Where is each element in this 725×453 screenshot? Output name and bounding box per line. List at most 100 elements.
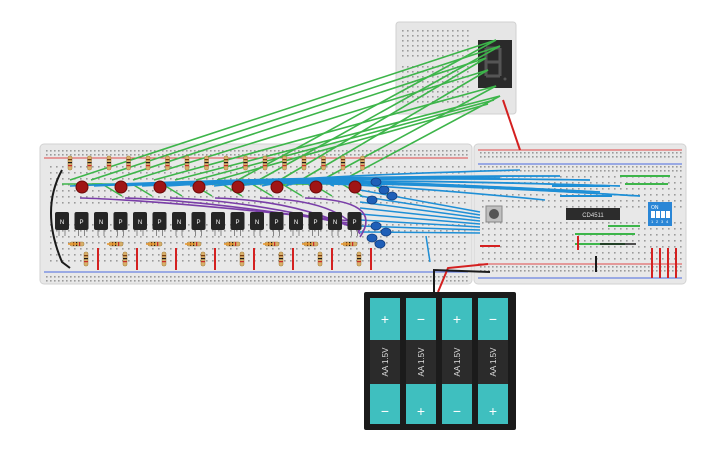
transistor: N: [289, 212, 303, 236]
transistor: N: [55, 212, 69, 236]
blue-wire: [359, 231, 481, 234]
transistor: P: [191, 212, 206, 236]
transistor: P: [308, 212, 323, 236]
green-wire: [69, 39, 497, 181]
green-wire: [258, 45, 501, 181]
capacitor-group: [366, 177, 398, 249]
green-wire: [237, 39, 497, 181]
battery-cell-label: AA 1.5V: [453, 347, 462, 377]
transistor: P: [269, 212, 284, 236]
dip-switch[interactable]: ON 1 2 3 4: [648, 202, 672, 226]
led-row: [75, 180, 362, 194]
blue-wire: [359, 195, 481, 216]
green-wire: [174, 95, 501, 181]
transistor-label: P: [235, 220, 239, 226]
dip-pos-2: 2: [656, 219, 659, 224]
transistor-label: P: [196, 220, 200, 226]
battery-terminal-bottom: −: [381, 403, 389, 419]
battery-terminal-top: −: [417, 311, 425, 327]
transistor: N: [172, 212, 186, 236]
transistor-label: N: [216, 220, 220, 226]
capacitor: [366, 233, 378, 243]
green-wire: [90, 45, 501, 181]
transistor-body: [269, 212, 284, 230]
transistor-body: [113, 212, 128, 230]
green-wires: [62, 39, 501, 197]
capacitor: [380, 227, 392, 237]
capacitor: [386, 191, 398, 201]
led-red: [192, 180, 206, 194]
capacitor: [378, 185, 390, 195]
battery-cell: + − AA 1.5V: [442, 298, 472, 424]
transistor: P: [74, 212, 89, 236]
battery-negative-lead: [433, 268, 491, 292]
transistor-body: [289, 212, 303, 230]
transistor-body: [250, 212, 264, 230]
led-red: [153, 180, 167, 194]
battery-cell-label: AA 1.5V: [489, 347, 498, 377]
transistor-body: [328, 212, 342, 230]
green-wire: [279, 57, 487, 181]
transistor-label: P: [79, 220, 83, 226]
battery-cell: + − AA 1.5V: [370, 298, 400, 424]
push-button[interactable]: [485, 205, 503, 223]
green-wire: [342, 95, 501, 181]
battery-cell-label: AA 1.5V: [381, 347, 390, 377]
battery-positive-lead: [437, 263, 489, 293]
transistor-body: [55, 212, 69, 230]
dip-switch-label: ON: [651, 205, 659, 211]
blue-wire: [359, 207, 481, 222]
transistor-label: N: [138, 220, 142, 226]
blue-wire: [359, 189, 481, 213]
capacitor: [366, 195, 378, 205]
transistor-label: P: [274, 220, 278, 226]
transistor: P: [113, 212, 128, 236]
dip-pos-4: 4: [666, 219, 669, 224]
led-red: [270, 180, 284, 194]
transistor-label: P: [118, 220, 122, 226]
battery-terminal-top: +: [381, 311, 389, 327]
transistor-label: N: [177, 220, 181, 226]
black-wire-left: [50, 169, 71, 269]
transistor-body: [308, 212, 323, 230]
transistor-label: N: [294, 220, 298, 226]
transistor: N: [133, 212, 147, 236]
capacitor: [370, 221, 382, 231]
transistor-body: [191, 212, 206, 230]
green-wire: [132, 69, 489, 181]
purple-wire: [214, 197, 361, 232]
blue-wire: [357, 176, 501, 187]
battery-terminal-bottom: +: [417, 403, 425, 419]
dip-pos-3: 3: [661, 219, 664, 224]
capacitor: [374, 239, 386, 249]
led-red: [75, 180, 89, 194]
transistor: P: [347, 212, 362, 236]
resistor-row-top: [67, 155, 365, 171]
ic-chip: CD4511: [566, 208, 620, 220]
battery-terminal-top: +: [453, 311, 461, 327]
green-wire: [300, 69, 489, 181]
led-red: [309, 180, 323, 194]
resistor-row-bottom: [68, 241, 372, 270]
battery-cell: − + AA 1.5V: [406, 298, 436, 424]
transistor-body: [94, 212, 108, 230]
transistor-label: P: [352, 220, 356, 226]
transistor-label: N: [333, 220, 337, 226]
red-wire-display: [502, 99, 521, 151]
transistor: P: [152, 212, 167, 236]
transistor-body: [230, 212, 245, 230]
green-wire: [111, 57, 487, 181]
transistor-body: [152, 212, 167, 230]
battery-cell-label: AA 1.5V: [417, 347, 426, 377]
led-red: [231, 180, 245, 194]
capacitor: [370, 177, 382, 187]
battery-terminal-bottom: −: [453, 403, 461, 419]
transistor-label: N: [60, 220, 64, 226]
blue-wire: [359, 213, 481, 225]
purple-wire: [304, 197, 367, 238]
transistor: P: [230, 212, 245, 236]
blue-wire: [425, 235, 431, 263]
blue-wire: [359, 219, 481, 228]
